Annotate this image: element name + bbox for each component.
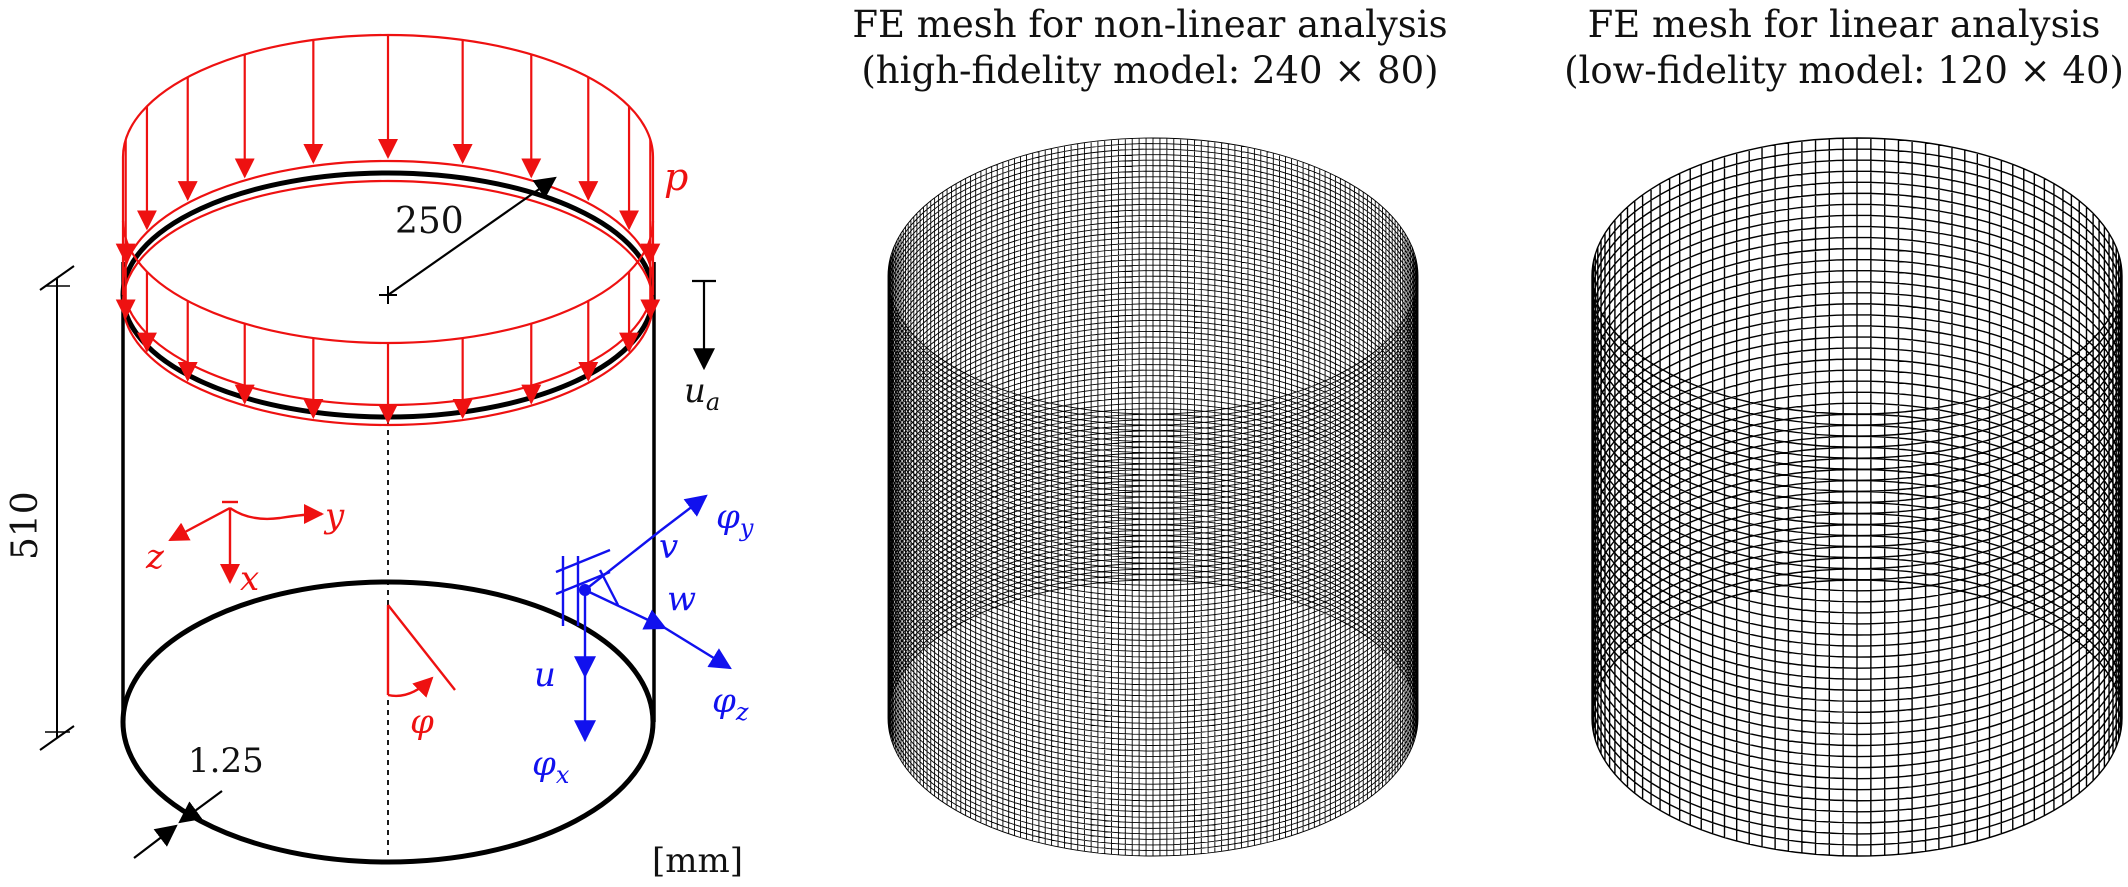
height-label: 510 xyxy=(5,491,46,560)
radius-label: 250 xyxy=(395,201,464,242)
pressure-label: p xyxy=(664,155,688,199)
mesh-low-title-line2: (low-fidelity model: 120 × 40) xyxy=(1564,49,2124,92)
thickness-label: 1.25 xyxy=(188,741,264,781)
angle-label: φ xyxy=(410,702,434,742)
mesh-high-title-line2: (high-fidelity model: 240 × 80) xyxy=(861,49,1439,92)
mesh-high-fidelity xyxy=(887,137,1419,857)
pressure-load xyxy=(115,33,661,427)
rot-x-label: φx xyxy=(532,744,570,789)
axis-z-label: z xyxy=(145,537,165,577)
rot-y-label: φy xyxy=(716,497,754,542)
dof-symbol xyxy=(555,494,732,743)
cylinder-schematic: 250 510 ua 1.25 [mm] xyxy=(5,33,754,881)
mesh-low-title: FE mesh for linear analysis (low-fidelit… xyxy=(1560,2,2128,94)
mesh-low-fidelity xyxy=(1591,137,2123,857)
axis-x-label: x xyxy=(240,559,259,599)
radius-dimension xyxy=(387,176,557,296)
coordinate-system xyxy=(168,500,324,584)
mesh-high-grid xyxy=(887,137,1419,857)
mesh-low-title-line1: FE mesh for linear analysis xyxy=(1587,3,2101,46)
mesh-high-title-line1: FE mesh for non-linear analysis xyxy=(852,3,1448,46)
ua-label: ua xyxy=(684,371,720,416)
dof-v-label: v xyxy=(659,527,678,567)
rot-z-label: φz xyxy=(712,681,749,726)
dof-u-label: u xyxy=(534,655,556,695)
mesh-high-title: FE mesh for non-linear analysis (high-fi… xyxy=(840,2,1460,94)
dof-node xyxy=(579,584,591,596)
dof-w-label: w xyxy=(667,579,696,619)
thickness-arrow xyxy=(133,824,178,859)
axis-y-label: y xyxy=(323,496,345,536)
unit-label: [mm] xyxy=(652,841,743,881)
angle-indicator xyxy=(386,604,456,698)
mesh-low-grid xyxy=(1591,137,2123,857)
